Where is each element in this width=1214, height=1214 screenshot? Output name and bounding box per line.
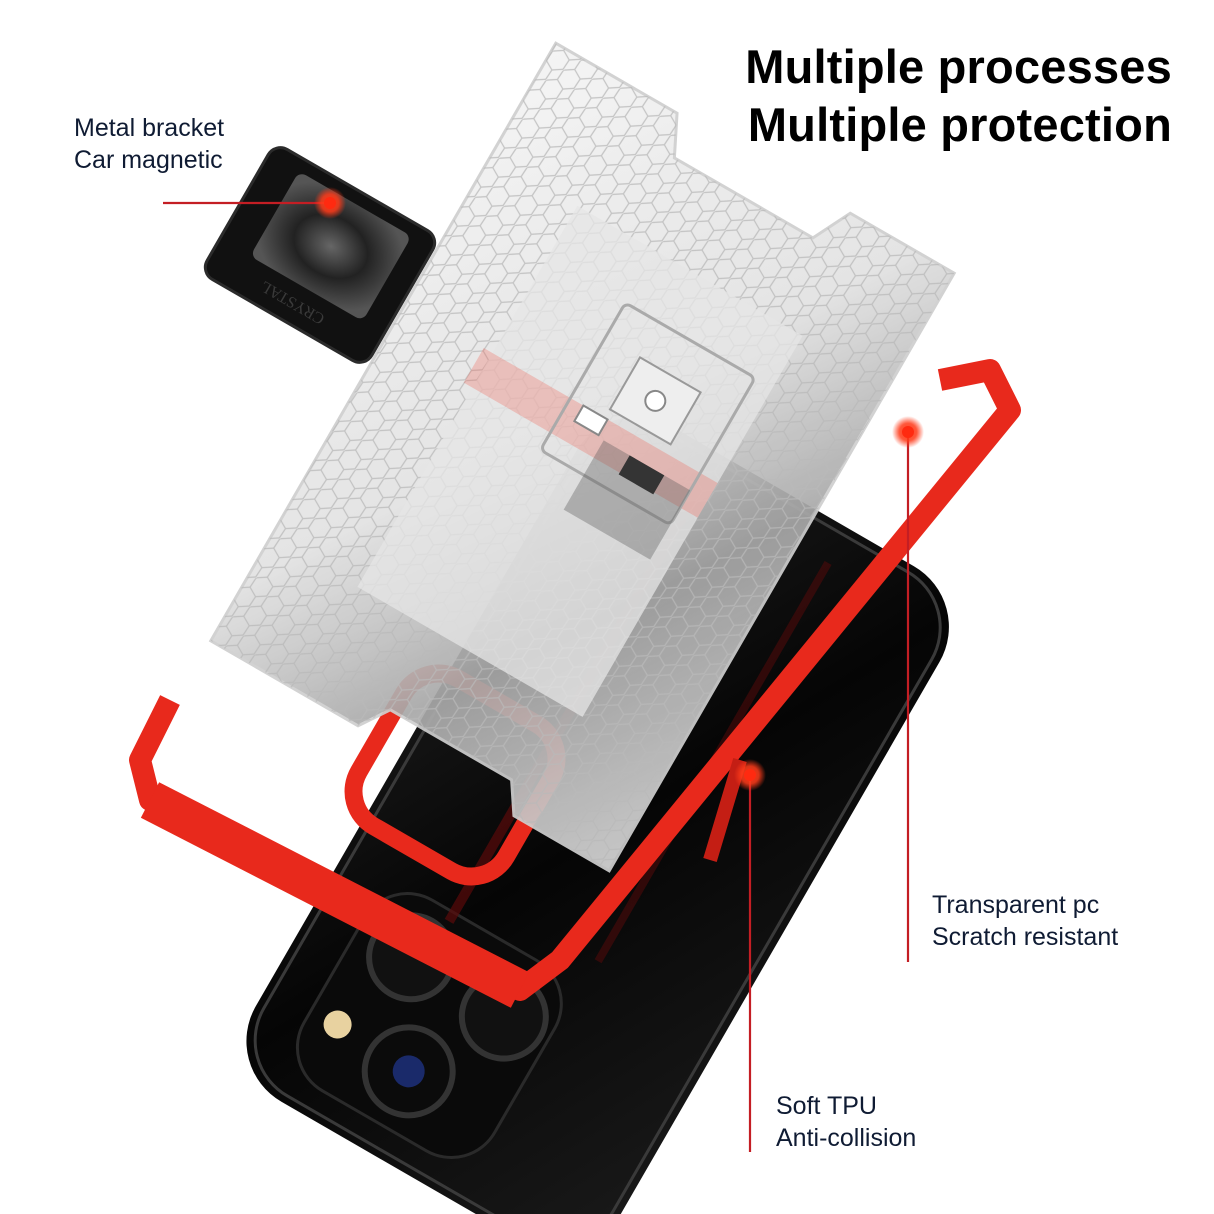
callout-line-1: Metal bracket (74, 114, 225, 142)
pc-backplate (208, 41, 957, 873)
callout-line-1: Soft TPU (776, 1092, 877, 1120)
headline-line-2: Multiple protection (747, 98, 1172, 151)
callout-metal-bracket: Metal bracket Car magnetic (74, 112, 224, 176)
headline: Multiple processes Multiple protection (745, 38, 1172, 154)
headline-line-1: Multiple processes (745, 40, 1172, 93)
callout-line-1: Transparent pc (932, 891, 1100, 919)
callout-line-2: Scratch resistant (932, 923, 1119, 951)
metal-bracket: CRYSTAL (203, 146, 437, 364)
callout-line-2: Anti-collision (776, 1124, 917, 1152)
leader-lines (163, 201, 910, 1152)
callout-dots (314, 187, 924, 791)
callout-soft-tpu: Soft TPU Anti-collision (776, 1090, 916, 1154)
callout-line-2: Car magnetic (74, 146, 223, 174)
callout-transparent-pc: Transparent pc Scratch resistant (932, 889, 1118, 953)
